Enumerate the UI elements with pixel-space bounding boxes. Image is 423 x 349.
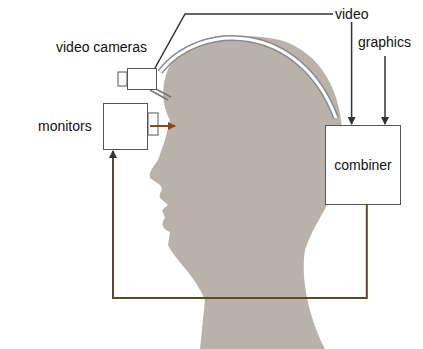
- camera-lens: [118, 72, 127, 86]
- edge-label: video: [333, 6, 370, 22]
- camera-box: video cameras: [127, 68, 157, 90]
- signal-connector: [155, 14, 352, 124]
- camera-mount: [150, 90, 168, 100]
- monitor-box: monitors: [103, 103, 148, 150]
- monitor-lens: [148, 113, 158, 135]
- box-label: combiner: [334, 157, 392, 173]
- part-label: monitors: [38, 118, 92, 134]
- combiner-box: combiner: [325, 125, 401, 205]
- view-arrow: [150, 125, 175, 127]
- graphics-arrow: [384, 56, 386, 124]
- headband-arc-inner: [160, 38, 336, 118]
- signal-label: graphics: [356, 34, 413, 50]
- part-label: video cameras: [56, 39, 147, 55]
- headband-arc: [160, 38, 336, 118]
- head-silhouette: [150, 36, 343, 349]
